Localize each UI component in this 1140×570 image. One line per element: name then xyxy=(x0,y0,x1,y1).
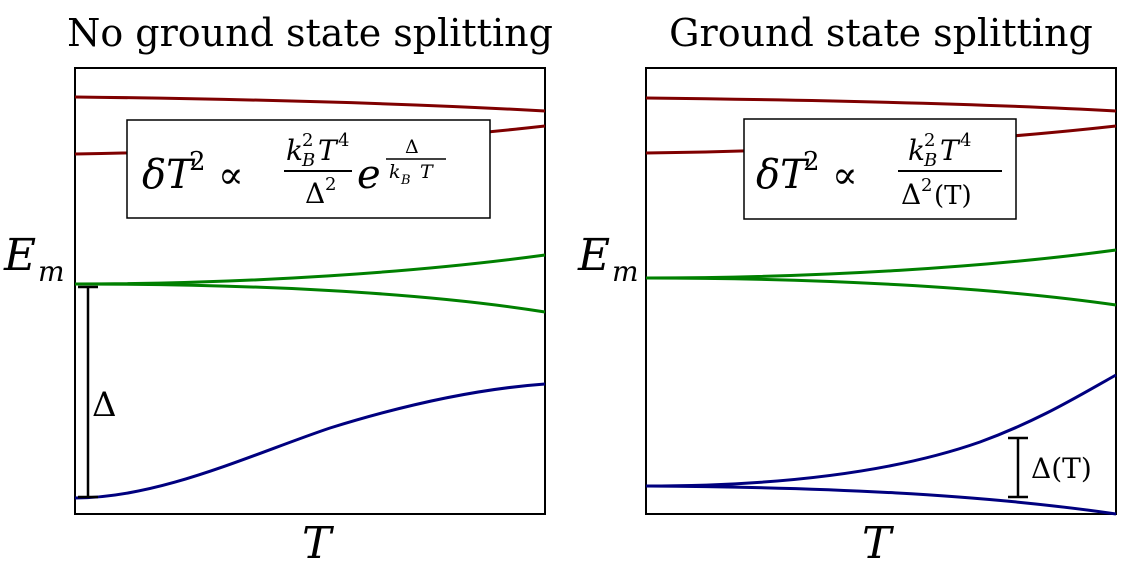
right-upper-level-1 xyxy=(645,96,1117,113)
left-formula-exp-num: Δ xyxy=(405,136,419,158)
left-gap-label: Δ xyxy=(92,385,117,425)
left-formula-den: Δ xyxy=(305,177,325,210)
right-formula: δT 2 ∝ k 2 B T 4 Δ 2 (T) xyxy=(756,130,1002,211)
right-formula-box xyxy=(743,118,1017,220)
right-formula-den: Δ xyxy=(901,178,921,211)
left-formula-box xyxy=(126,119,491,219)
right-formula-lhs-exp: 2 xyxy=(803,147,820,177)
left-formula: δT 2 ∝ k 2 B T 4 Δ 2 e Δ k B T xyxy=(142,130,446,210)
right-formula-num-k-sup: 2 xyxy=(924,130,935,151)
left-upper-level-1 xyxy=(74,95,546,113)
left-formula-num-k: k xyxy=(286,134,303,167)
right-middle-level-1 xyxy=(645,248,1117,280)
right-lower-level-1 xyxy=(645,373,1117,488)
right-middle-level-2 xyxy=(645,276,1117,307)
right-y-axis-label: E xyxy=(577,230,610,281)
left-formula-exp-base: e xyxy=(357,152,381,198)
left-formula-exp-den-T: T xyxy=(420,161,434,183)
left-x-axis-label: T xyxy=(302,518,335,569)
right-panel-title: Ground state splitting xyxy=(669,11,1093,55)
left-panel: No ground state splitting Δ δT 2 ∝ k 2 B… xyxy=(3,11,553,569)
right-formula-den-exp: 2 xyxy=(921,175,932,196)
right-formula-num-k-sub: B xyxy=(923,150,937,171)
left-gap-bracket xyxy=(78,285,98,499)
left-formula-relation: ∝ xyxy=(218,153,244,197)
left-formula-exp-den-k: k xyxy=(389,161,401,183)
right-panel: Ground state splitting Δ(T) δT 2 ∝ k 2 B xyxy=(577,11,1117,569)
left-formula-num-T: T xyxy=(318,134,339,167)
right-y-axis-label-sub: m xyxy=(612,255,639,288)
right-formula-den-arg: (T) xyxy=(934,181,972,211)
right-gap-bracket xyxy=(1008,436,1028,499)
left-formula-num-k-sub: B xyxy=(301,150,315,171)
left-plot-frame xyxy=(74,67,546,515)
left-formula-lhs-exp: 2 xyxy=(189,147,206,177)
right-formula-num-k: k xyxy=(908,134,925,167)
right-formula-relation: ∝ xyxy=(832,153,858,197)
left-formula-num-k-sup: 2 xyxy=(302,130,313,151)
right-gap-label: Δ(T) xyxy=(1031,452,1092,485)
left-lower-level xyxy=(74,382,546,500)
left-formula-lhs: δT xyxy=(142,152,196,198)
left-y-axis-label: E xyxy=(3,230,36,281)
left-y-axis-label-sub: m xyxy=(38,255,65,288)
left-formula-exp-den-sub: B xyxy=(400,173,411,188)
right-formula-num-T-sup: 4 xyxy=(960,130,971,151)
left-formula-den-exp: 2 xyxy=(325,174,336,195)
right-formula-lhs: δT xyxy=(756,152,810,198)
right-plot-frame xyxy=(645,67,1117,515)
right-x-axis-label: T xyxy=(862,518,895,569)
left-panel-title: No ground state splitting xyxy=(67,11,553,55)
left-middle-level-2 xyxy=(74,282,546,314)
right-lower-level-2 xyxy=(645,484,1117,516)
left-middle-level-1 xyxy=(74,253,546,286)
left-formula-num-T-sup: 4 xyxy=(338,130,349,151)
right-formula-num-T: T xyxy=(940,134,961,167)
